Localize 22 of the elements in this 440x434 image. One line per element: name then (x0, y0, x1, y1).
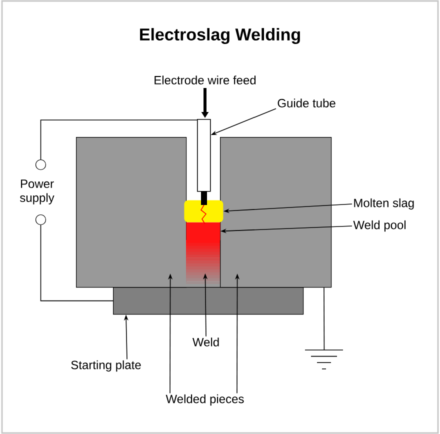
terminal-circle (35, 159, 46, 170)
wire (324, 287, 325, 350)
part-label: Electrode wire feed (154, 76, 256, 84)
molten-slag (184, 200, 224, 222)
starting-plate (113, 287, 304, 315)
power-supply-label: Power supply (20, 180, 54, 204)
weld-pool (186, 222, 220, 240)
terminal-circle (35, 214, 46, 226)
part-label: Guide tube (278, 98, 336, 108)
welded-piece (220, 137, 332, 288)
title: Electroslag Welding (140, 28, 300, 44)
wire (40, 120, 198, 160)
ground-symbol (304, 350, 344, 370)
welded-piece (76, 137, 187, 288)
part-label: Starting plate (71, 360, 141, 372)
guide-tube (197, 119, 211, 192)
wire (40, 224, 114, 302)
weld-region (186, 240, 220, 287)
part-label: Weld pool (353, 220, 406, 232)
part-label: Weld (192, 338, 219, 346)
part-label: Welded pieces (166, 394, 244, 406)
part-label: Molten slag (354, 198, 414, 210)
